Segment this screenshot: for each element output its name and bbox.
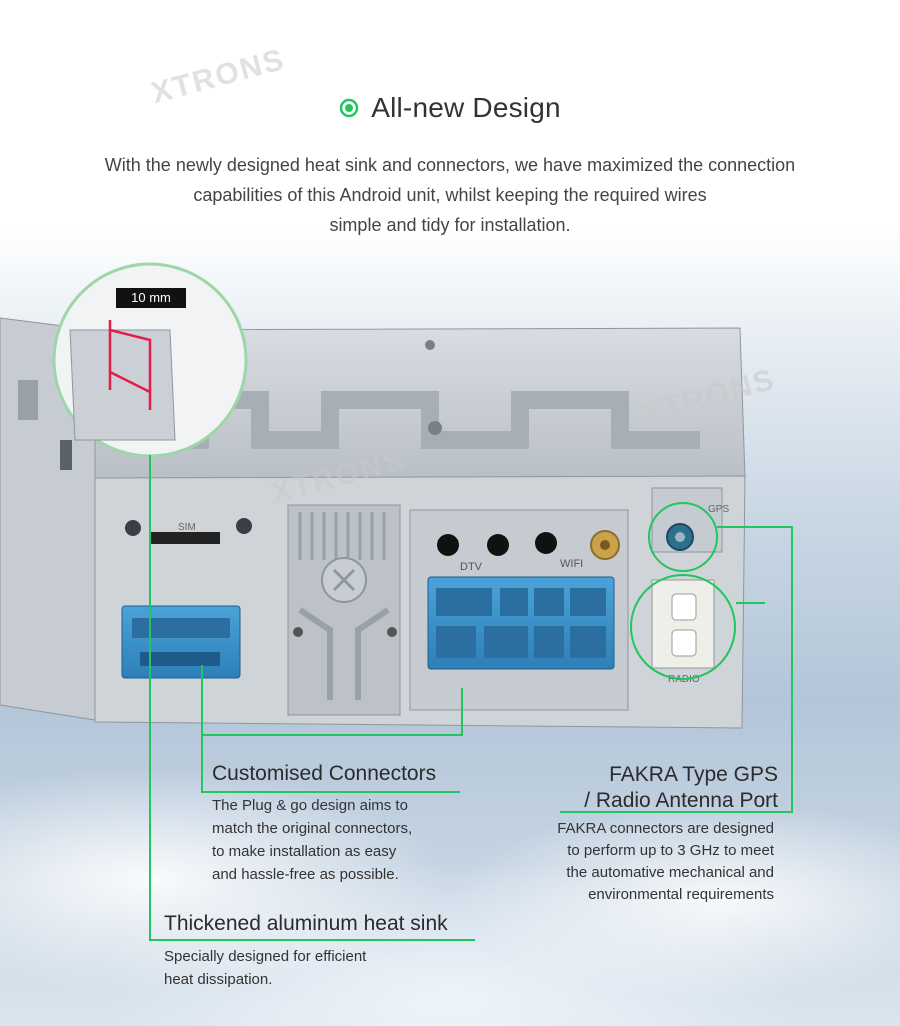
page-title: All-new Design [371, 92, 561, 123]
connectors-title: Customised Connectors [212, 762, 437, 785]
description-line: simple and tidy for installation. [329, 215, 571, 235]
description-line: match the original connectors, [212, 820, 413, 837]
header: All-new Design [0, 92, 900, 124]
connectors-description: The Plug & go design aims to match the o… [212, 794, 412, 886]
heatsink-description: Specially designed for efficient heat di… [164, 945, 366, 991]
description-line: capabilities of this Android unit, whils… [193, 185, 707, 205]
sim-label: SIM [178, 522, 196, 533]
antenna-title-line: / Radio Antenna Port [584, 789, 778, 812]
description-line: Specially designed for efficient [164, 948, 367, 965]
wifi-label: WIFI [560, 558, 583, 570]
description-line: With the newly designed heat sink and co… [104, 155, 796, 175]
antenna-title: FAKRA Type GPS / Radio Antenna Port [584, 762, 778, 814]
description-line: to perform up to 3 GHz to meet [567, 842, 774, 859]
intro-description: With the newly designed heat sink and co… [0, 150, 900, 240]
description-line: heat dissipation. [164, 971, 273, 988]
gps-label: GPS [708, 504, 729, 515]
iso-connector-left [121, 605, 241, 679]
description-line: environmental requirements [588, 886, 774, 903]
heat-sink [287, 504, 401, 716]
description-line: and hassle-free as possible. [212, 866, 399, 883]
dtv-label: DTV [460, 561, 483, 573]
description-line: the automative mechanical and [566, 864, 774, 881]
target-circle-icon [339, 98, 359, 118]
description-line: FAKRA connectors are designed [557, 820, 774, 837]
chassis-rear-face: SIM [94, 475, 746, 729]
antenna-description: FAKRA connectors are designed to perform… [557, 818, 774, 906]
title-row: All-new Design [0, 92, 900, 124]
description-line: to make installation as easy [212, 843, 397, 860]
heatsink-title: Thickened aluminum heat sink [164, 912, 448, 935]
sim-slot [150, 532, 220, 544]
antenna-title-line: FAKRA Type GPS [609, 763, 778, 786]
measurement-badge: 10 mm [116, 288, 186, 308]
description-line: The Plug & go design aims to [212, 797, 408, 814]
zoom-inset [69, 320, 176, 441]
